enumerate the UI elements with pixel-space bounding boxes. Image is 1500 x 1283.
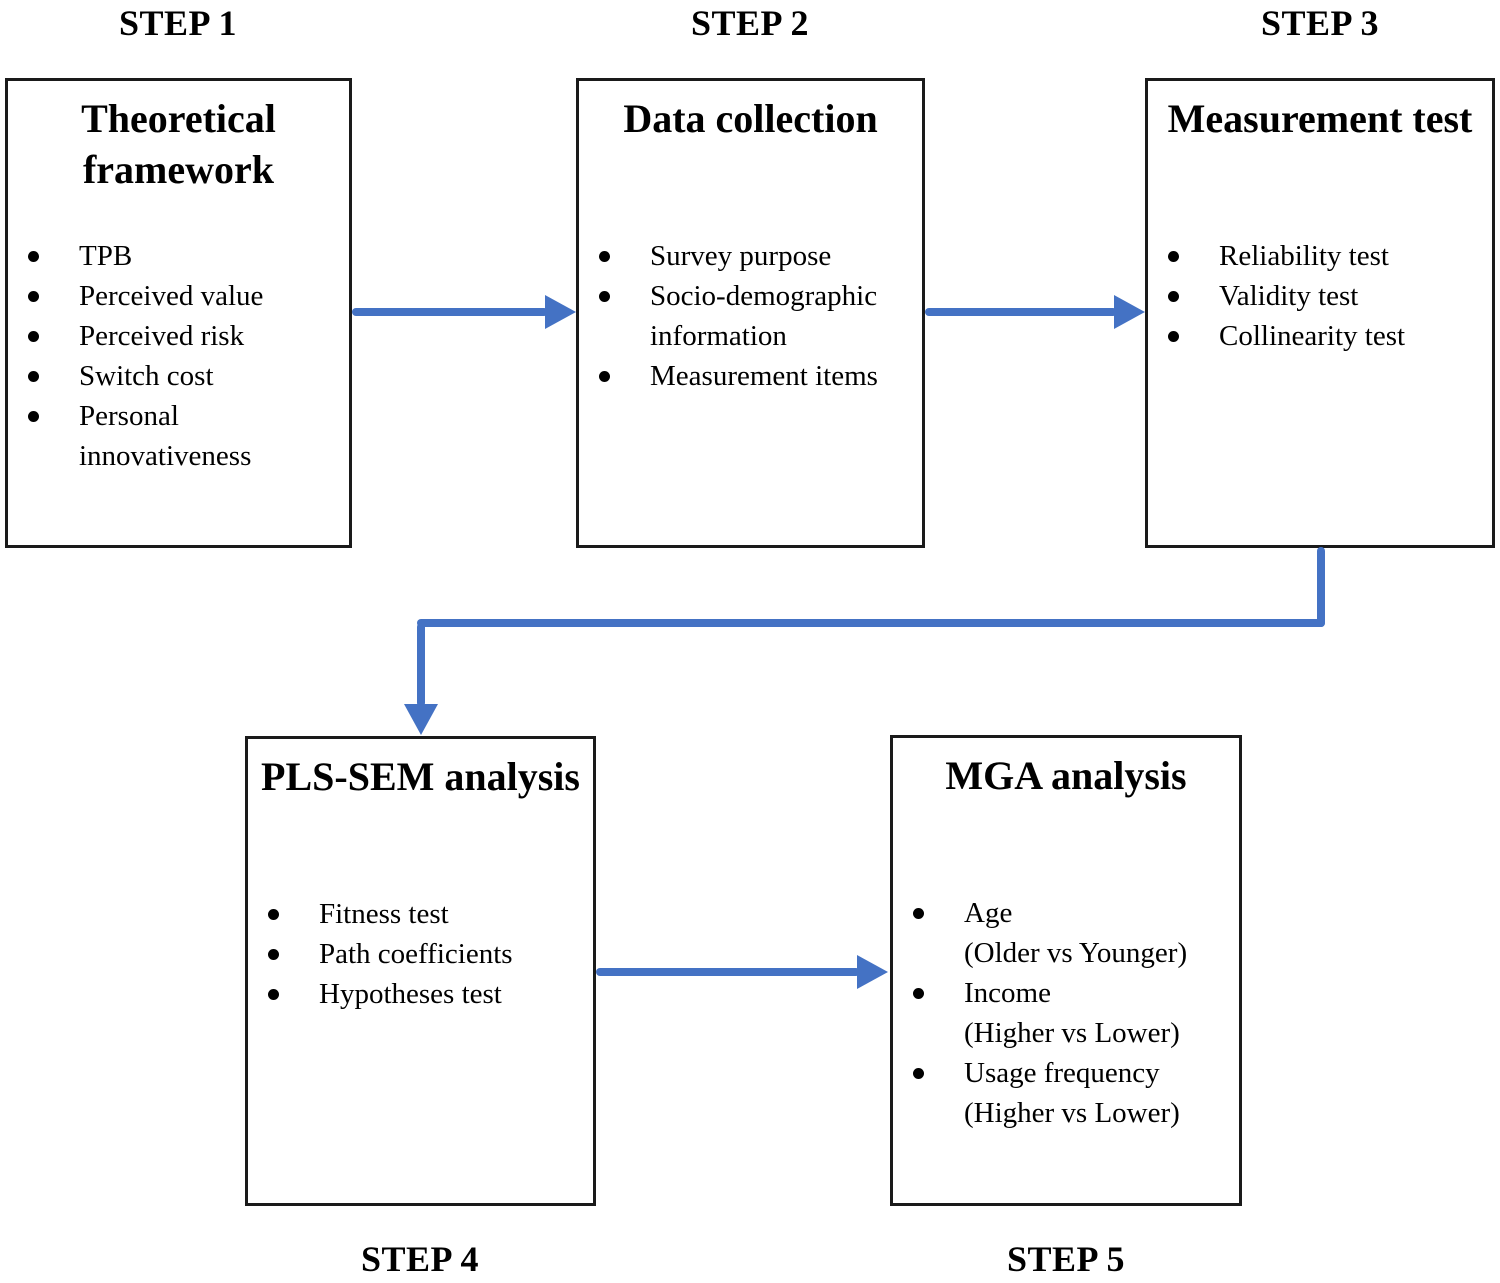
step2-item-list: Survey purpose Socio-demographic informa…	[579, 236, 922, 396]
step4-item-list: Fitness test Path coefficients Hypothese…	[248, 894, 593, 1014]
list-item: Income (Higher vs Lower)	[893, 973, 1239, 1053]
arrow-shaft	[417, 619, 1325, 627]
list-item: Hypotheses test	[248, 974, 593, 1014]
list-item: Validity test	[1148, 276, 1492, 316]
list-item: Socio-demographic information	[579, 276, 922, 356]
arrow-shaft	[1317, 547, 1325, 627]
list-item: Collinearity test	[1148, 316, 1492, 356]
arrow-head-down-icon	[404, 704, 438, 735]
step1-label: STEP 1	[118, 3, 238, 43]
arrow-shaft	[925, 308, 1117, 316]
step2-label: STEP 2	[690, 3, 810, 43]
step3-box: Measurement test Reliability test Validi…	[1145, 78, 1495, 548]
list-item: Fitness test	[248, 894, 593, 934]
arrow-shaft	[417, 623, 425, 707]
list-item: Reliability test	[1148, 236, 1492, 276]
list-item: Path coefficients	[248, 934, 593, 974]
list-item: Measurement items	[579, 356, 922, 396]
list-item: Age (Older vs Younger)	[893, 893, 1239, 973]
step4-label: STEP 4	[360, 1239, 480, 1279]
arrow-head-right-icon	[857, 955, 888, 989]
step2-box: Data collection Survey purpose Socio-dem…	[576, 78, 925, 548]
arrow-head-right-icon	[1114, 295, 1145, 329]
list-item: Personal innovativeness	[8, 396, 349, 476]
step1-box: Theoretical framework TPB Perceived valu…	[5, 78, 352, 548]
step3-item-list: Reliability test Validity test Collinear…	[1148, 236, 1492, 356]
step3-title: Measurement test	[1167, 96, 1473, 141]
step5-title: MGA analysis	[945, 753, 1187, 798]
list-item: TPB	[8, 236, 349, 276]
arrow-head-right-icon	[545, 295, 576, 329]
step5-item-list: Age (Older vs Younger) Income (Higher vs…	[893, 893, 1239, 1133]
list-item: Survey purpose	[579, 236, 922, 276]
arrow-shaft	[596, 968, 860, 976]
list-item: Perceived value	[8, 276, 349, 316]
step3-label: STEP 3	[1260, 3, 1380, 43]
step1-title: Theoretical framework	[81, 96, 276, 192]
step5-label: STEP 5	[1006, 1239, 1126, 1279]
step2-title: Data collection	[623, 96, 878, 141]
list-item: Switch cost	[8, 356, 349, 396]
step4-box: PLS-SEM analysis Fitness test Path coeff…	[245, 736, 596, 1206]
list-item: Perceived risk	[8, 316, 349, 356]
step4-title: PLS-SEM analysis	[261, 754, 580, 799]
list-item: Usage frequency (Higher vs Lower)	[893, 1053, 1239, 1133]
step1-item-list: TPB Perceived value Perceived risk Switc…	[8, 236, 349, 476]
arrow-shaft	[352, 308, 548, 316]
step5-box: MGA analysis Age (Older vs Younger) Inco…	[890, 735, 1242, 1206]
